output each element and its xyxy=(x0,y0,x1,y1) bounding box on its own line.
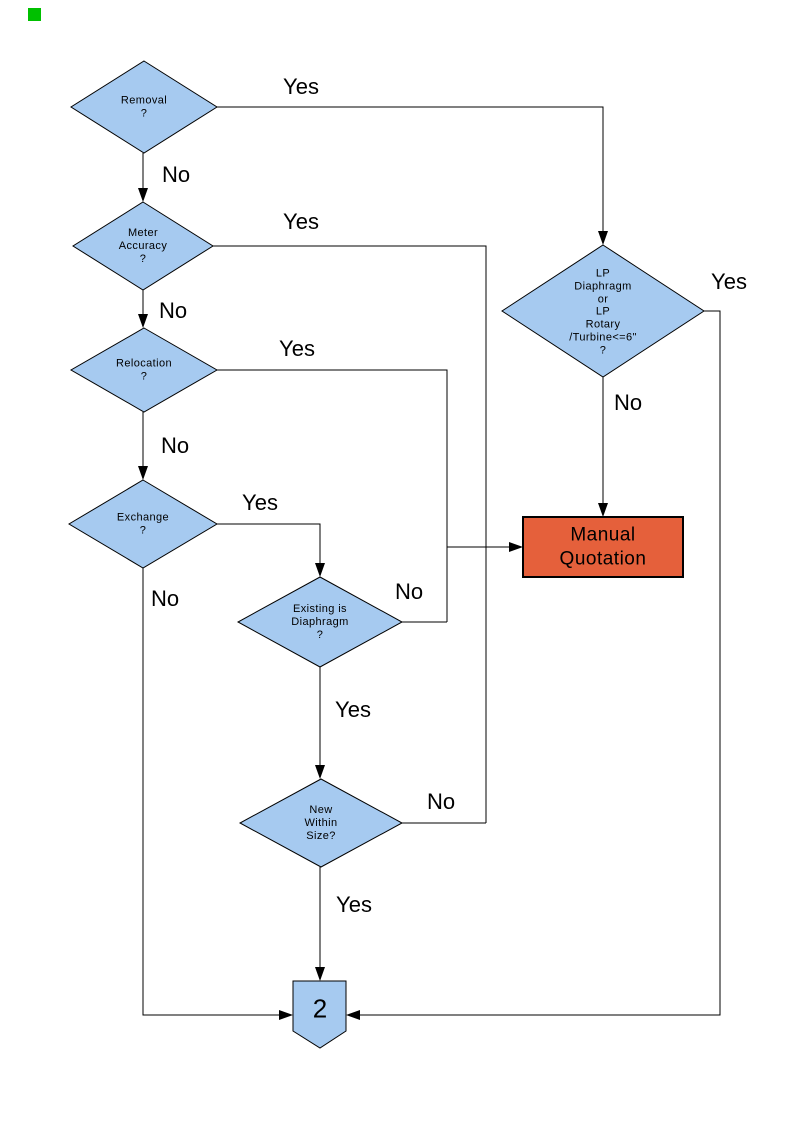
manual-quotation-box xyxy=(522,516,684,578)
exchange-diamond xyxy=(68,479,218,569)
lp-meter-diamond xyxy=(501,244,705,378)
arrow-into-relocation xyxy=(138,314,148,328)
new-within-size-diamond xyxy=(238,778,404,868)
existing-diaphragm-label: Existing is Diaphragm ? xyxy=(291,602,349,641)
meter-accuracy-diamond xyxy=(72,201,214,291)
connector-lines xyxy=(142,106,721,1016)
relocation-label: Relocation ? xyxy=(116,357,172,382)
lp-no-label: No xyxy=(613,390,643,415)
edge-relocation-yes xyxy=(217,369,448,622)
connector-2-label: 2 xyxy=(312,993,328,1024)
relocation-diamond xyxy=(69,327,219,413)
arrow-into-newsize xyxy=(315,765,325,779)
new-within-size-label: New Within Size? xyxy=(304,803,338,842)
meter-accuracy-label: Meter Accuracy ? xyxy=(118,226,168,265)
decision-shapes xyxy=(68,60,705,1049)
exchange-yes-label: Yes xyxy=(242,490,278,515)
arrow-into-meter xyxy=(138,188,148,202)
newsize-yes-label: Yes xyxy=(336,892,372,917)
arrow-into-manual-left xyxy=(509,542,523,552)
lp-yes-label: Yes xyxy=(711,269,747,294)
edge-exchange-no xyxy=(142,568,288,1016)
relocation-no-label: No xyxy=(160,433,190,458)
edge-exchange-yes xyxy=(217,523,321,572)
connector-2-pentagon xyxy=(292,980,347,1049)
relocation-yes-label: Yes xyxy=(279,336,315,361)
arrow-into-connector-right xyxy=(346,1010,360,1020)
green-marker-square xyxy=(28,8,41,21)
existing-diaphragm-diamond xyxy=(236,576,404,668)
exchange-no-label: No xyxy=(150,586,180,611)
edge-lp-yes xyxy=(351,310,721,1016)
edge-removal-yes xyxy=(217,106,604,240)
arrowheads xyxy=(138,188,608,1020)
arrow-into-connector-top xyxy=(315,967,325,981)
arrow-into-existing xyxy=(315,563,325,577)
manual-quotation-label: Manual Quotation xyxy=(559,524,647,569)
meter-no-label: No xyxy=(158,298,188,323)
arrow-into-lp xyxy=(598,231,608,245)
removal-yes-label: Yes xyxy=(283,74,319,99)
exchange-label: Exchange ? xyxy=(116,511,170,536)
existing-no-label: No xyxy=(394,579,424,604)
meter-yes-label: Yes xyxy=(283,209,319,234)
edge-meter-yes xyxy=(213,245,487,823)
removal-no-label: No xyxy=(161,162,191,187)
newsize-no-label: No xyxy=(426,789,456,814)
arrow-into-exchange xyxy=(138,466,148,480)
lp-meter-label: LP Diaphragm or LP Rotary /Turbine<=6" ? xyxy=(569,267,637,356)
removal-label: Removal ? xyxy=(120,94,168,119)
arrow-into-connector-left xyxy=(279,1010,293,1020)
arrow-into-manual-top xyxy=(598,503,608,517)
existing-yes-label: Yes xyxy=(335,697,371,722)
removal-diamond xyxy=(70,60,218,154)
